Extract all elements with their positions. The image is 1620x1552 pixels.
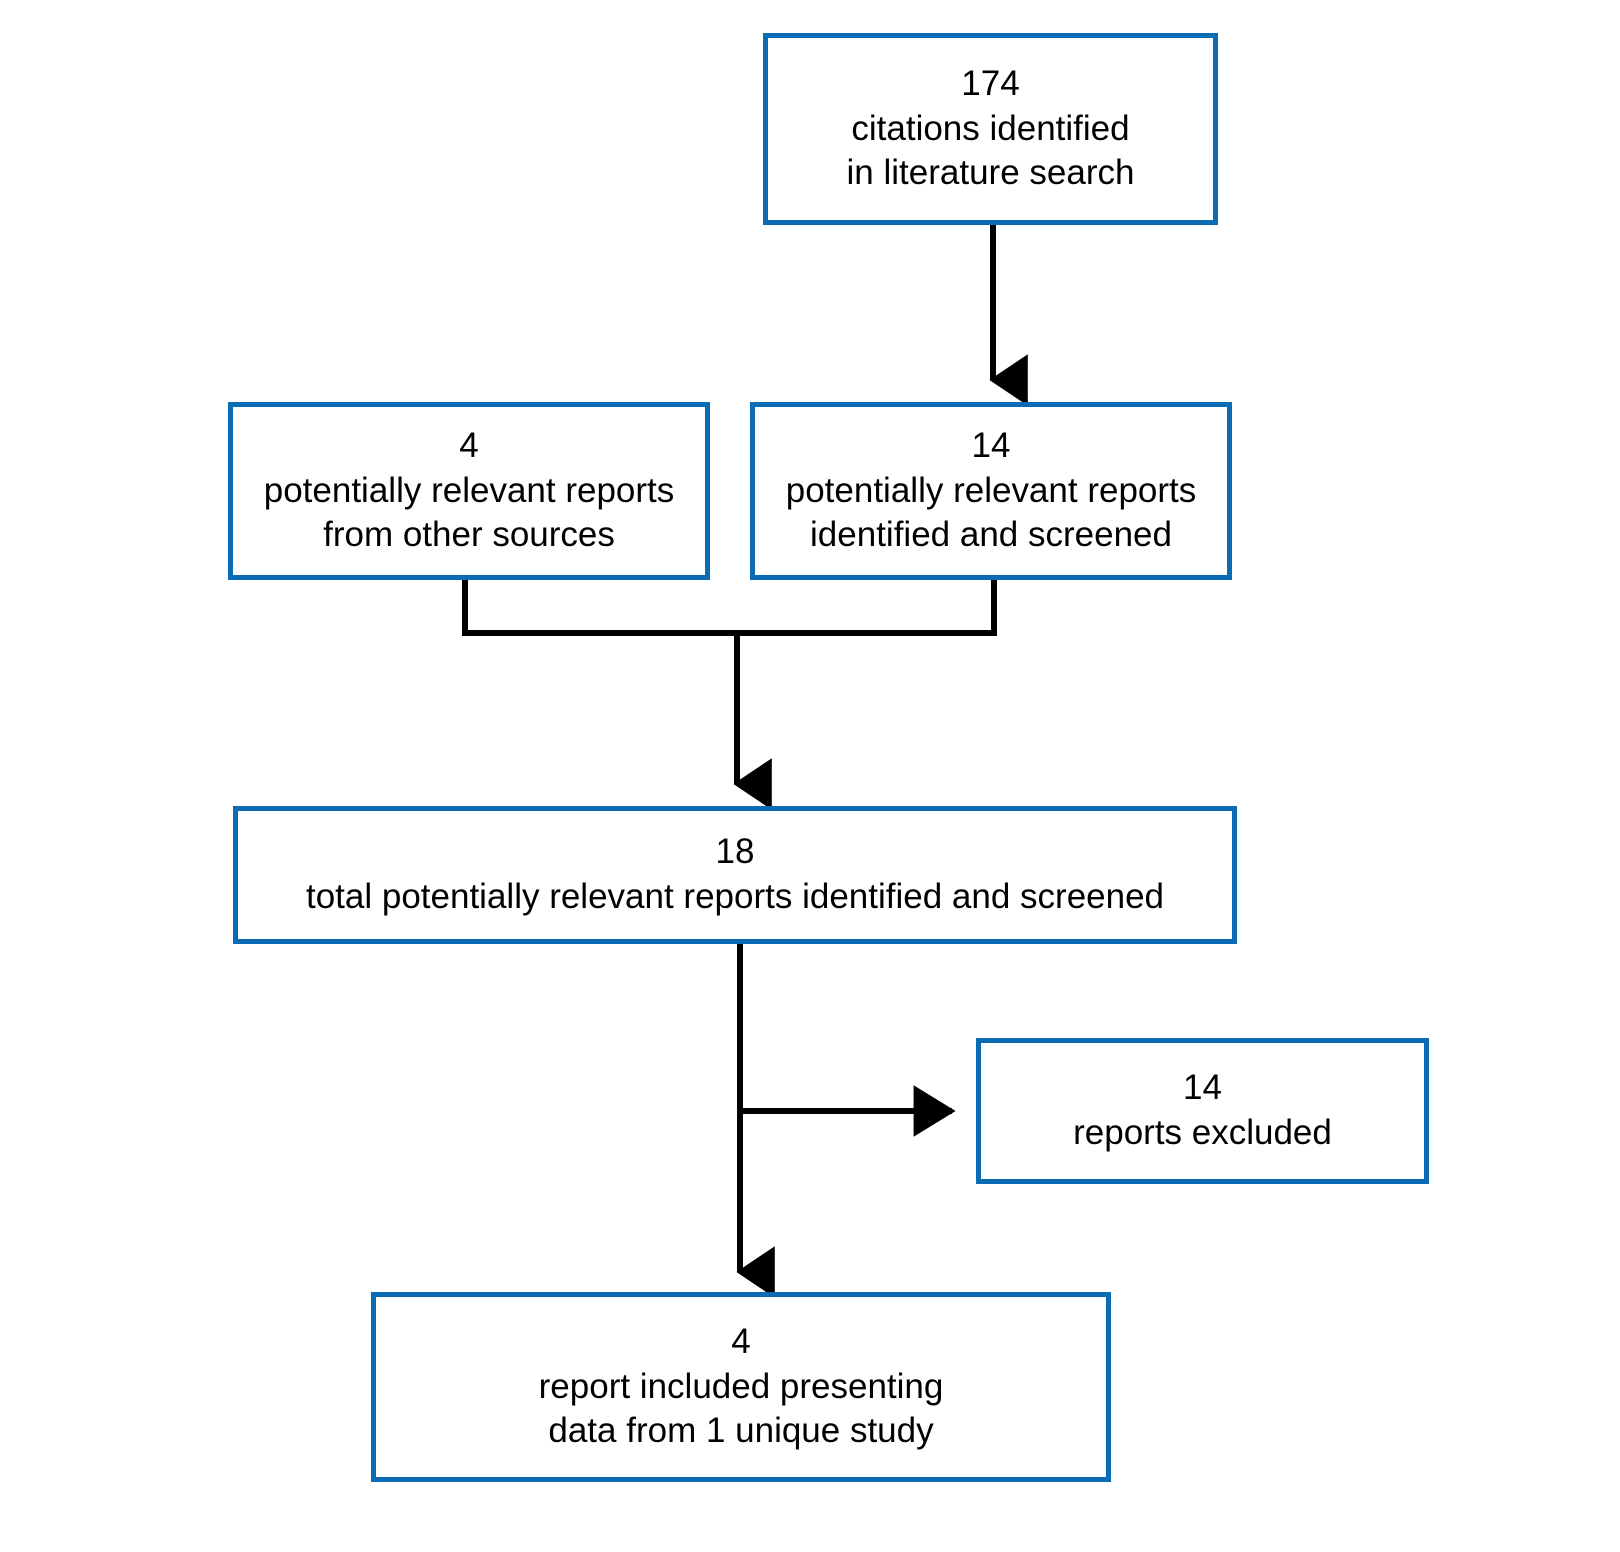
connector-merge-to-total [462,580,997,810]
box-report-included: 4 report included presenting data from 1… [371,1292,1111,1482]
box-reports-identified-screened: 14 potentially relevant reports identifi… [750,402,1232,580]
box-caption: total potentially relevant reports ident… [305,877,1165,916]
box-caption: report included presenting data from 1 u… [538,1366,944,1451]
box-citations-identified: 174 citations identified in literature s… [763,33,1218,225]
box-count: 18 [715,832,755,872]
box-total-reports-screened: 18 total potentially relevant reports id… [233,806,1237,944]
box-count: 4 [731,1321,751,1361]
box-count: 4 [459,425,479,465]
box-count: 174 [961,63,1020,103]
box-reports-other-sources: 4 potentially relevant reports from othe… [228,402,710,580]
box-reports-excluded: 14 reports excluded [976,1038,1429,1184]
box-count: 14 [1183,1068,1222,1108]
box-caption: potentially relevant reports identified … [785,470,1197,555]
box-caption: reports excluded [1073,1113,1332,1152]
box-caption: citations identified in literature searc… [846,108,1135,193]
box-count: 14 [971,425,1011,465]
box-caption: potentially relevant reports from other … [263,470,675,555]
